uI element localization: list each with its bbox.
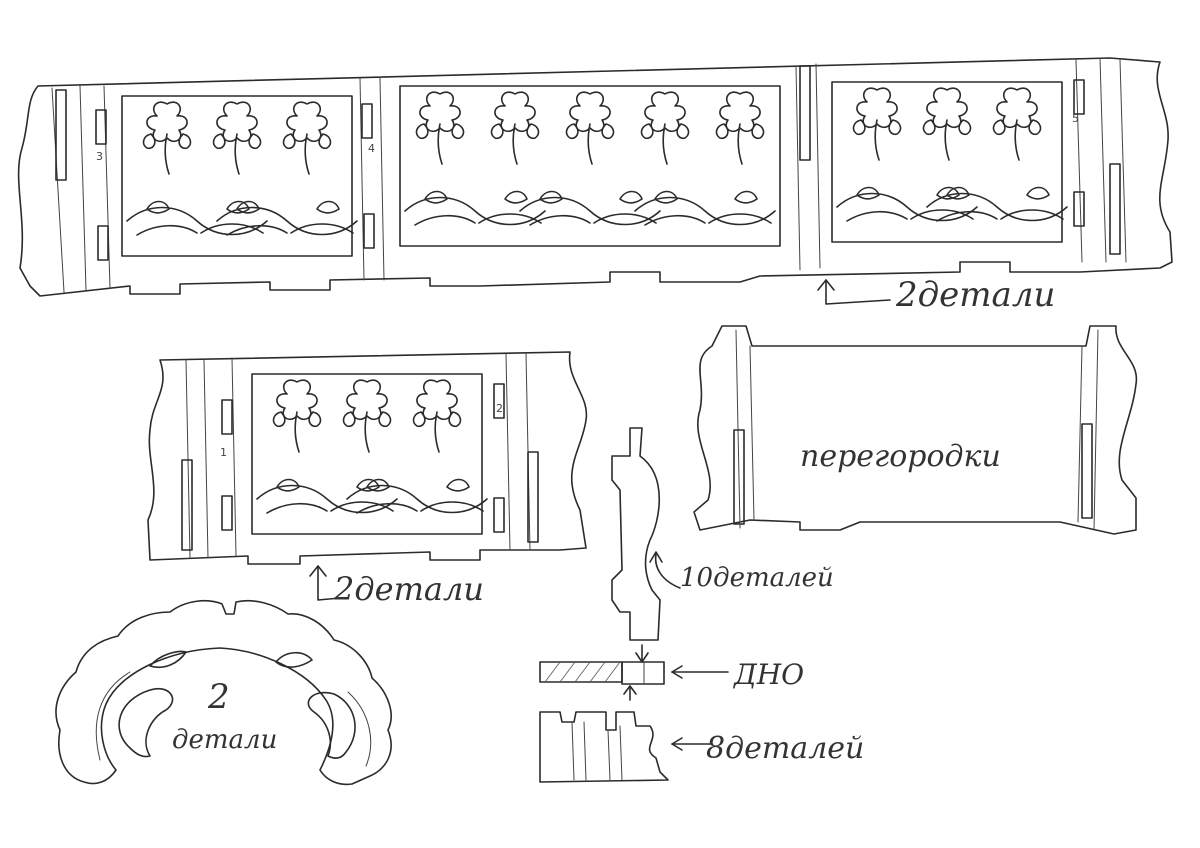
bottom-arrow: [671, 665, 729, 679]
long-side-panel: 3 4 5: [17, 57, 1173, 297]
part-number-1: 1: [220, 446, 227, 459]
part-number-5: 5: [1072, 112, 1079, 125]
foot-count-label: 8деталей: [706, 731, 864, 766]
foot-piece: [539, 711, 669, 783]
arch-count-label: детали: [172, 725, 277, 755]
bottom-board-section: [539, 661, 665, 701]
short-panel-outline: [147, 351, 588, 565]
corner-post: [611, 427, 661, 663]
partition-label: перегородки: [800, 439, 1001, 474]
arch-count-number: 2: [207, 677, 230, 717]
short-panel-count-label: 2детали: [333, 570, 484, 608]
partition-panel: [693, 325, 1138, 535]
part-number-4: 4: [368, 142, 375, 155]
post-count-label: 10деталей: [680, 563, 834, 593]
bottom-label: ДНО: [732, 658, 804, 691]
arch-outer-scallops: [55, 599, 392, 786]
foot-arrow: [671, 737, 713, 751]
part-number-2: 2: [496, 402, 503, 415]
long-panel-arrow: [817, 279, 891, 305]
foot-outline: [539, 711, 669, 783]
short-panel-arrow: [309, 565, 341, 601]
long-panel-outline: [17, 57, 1173, 297]
long-panel-count-label: 2детали: [895, 275, 1055, 315]
partition-outline: [693, 325, 1138, 535]
part-number-3: 3: [96, 150, 103, 163]
short-side-panel: 1 2: [147, 351, 588, 565]
arch-ornament: [55, 599, 392, 786]
post-arrow: [649, 551, 681, 589]
post-outline: [611, 427, 661, 641]
